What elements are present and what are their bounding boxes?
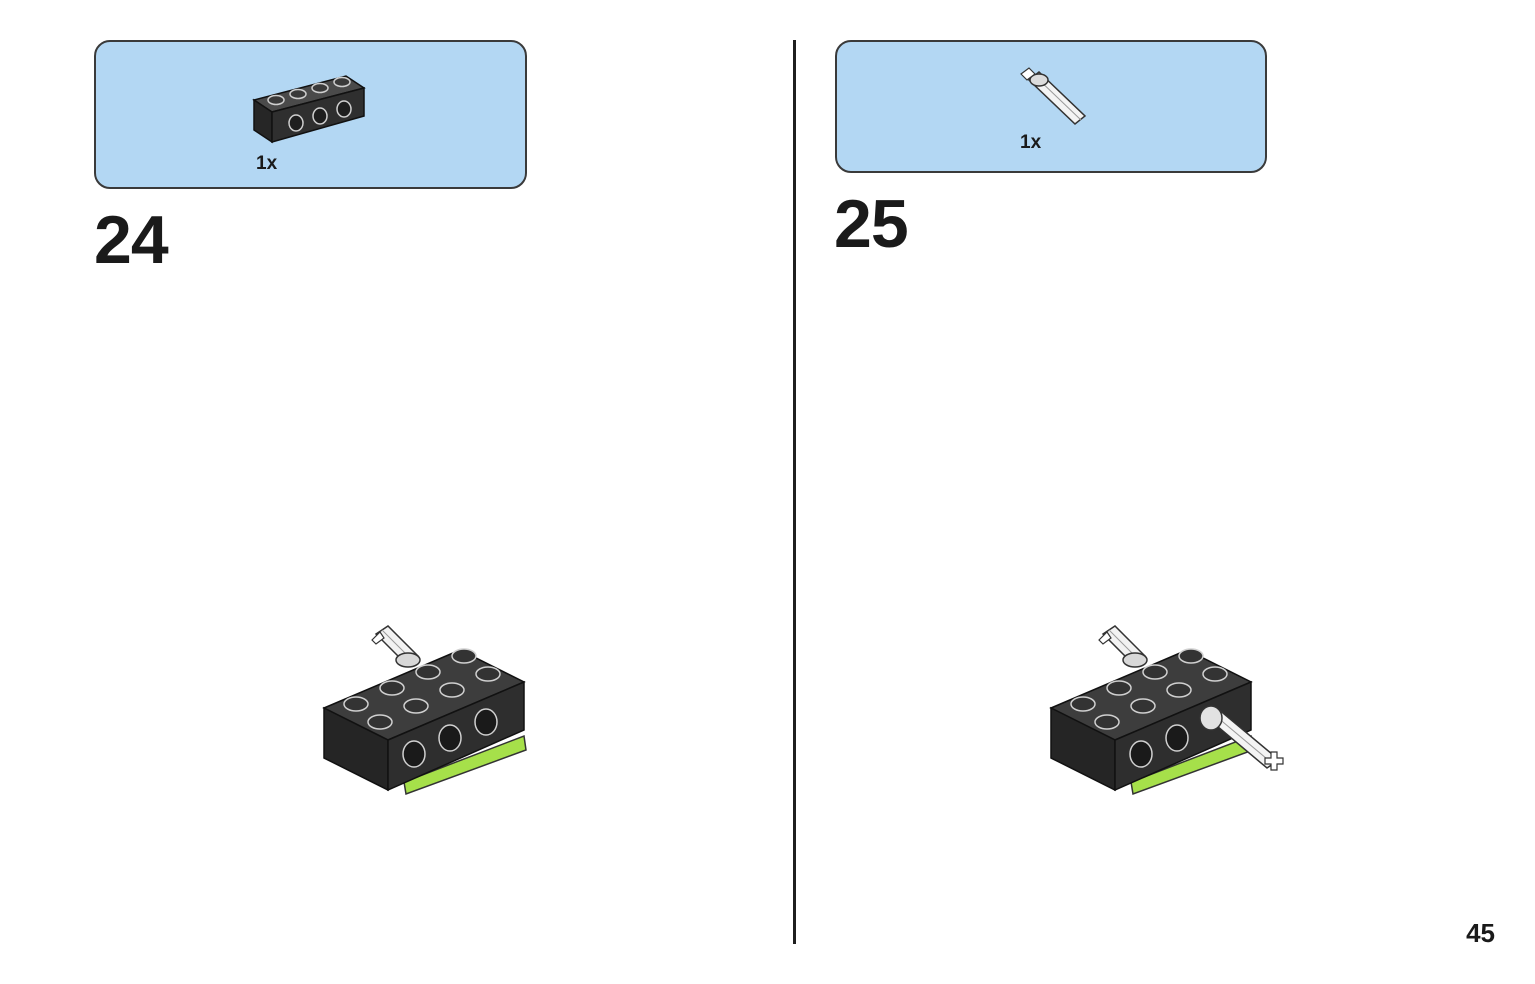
page-divider [793,40,796,944]
assembly-step-24-icon [322,625,527,796]
axle-pin-icon [1098,625,1148,668]
step-number-25: 25 [834,186,909,262]
axle-pin-white-icon [1020,67,1087,125]
axle-pin-icon [371,625,421,668]
technic-brick-1x4-black-icon [252,75,366,144]
parts-callout-step-25: 1x [835,40,1267,173]
page-number: 45 [1466,918,1495,948]
part-quantity: 1x [1020,132,1042,153]
parts-callout-step-24: 1x [94,40,527,189]
inserted-axle-pin-icon [1199,705,1284,771]
step-number-24: 24 [94,202,169,278]
assembly-step-25-icon [1049,625,1284,796]
part-quantity: 1x [256,153,278,174]
